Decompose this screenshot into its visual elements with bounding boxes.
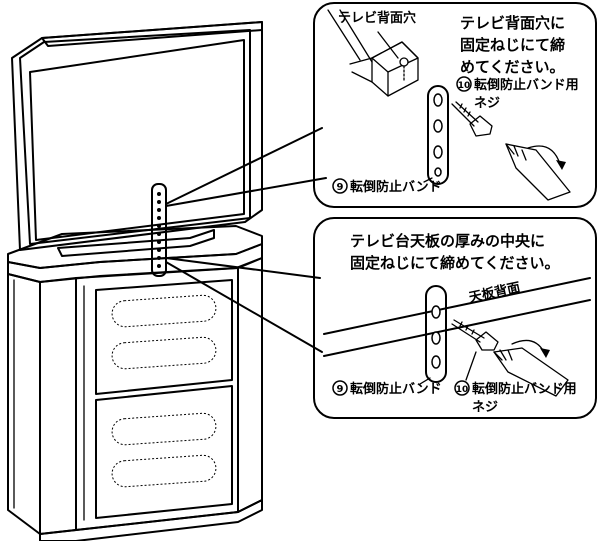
screw-label-bottom-line2: ネジ	[472, 400, 498, 415]
band-number-badge-bottom	[332, 380, 348, 396]
screw-top	[451, 101, 493, 137]
instruction-bottom-line2: 固定ねじにて締めてください。	[350, 254, 560, 272]
top-board-back-label: 天板背面	[468, 279, 522, 305]
screw-label-bottom-line1: 転倒防止バンド用	[472, 381, 577, 397]
television	[11, 21, 263, 251]
callout-bottom: テレビ台天板の厚みの中央に 固定ねじにて締めてください。 天板背面 9 転倒防止…	[313, 217, 597, 419]
tv-stand	[7, 225, 263, 541]
screw-bottom	[451, 319, 499, 351]
band-number-top: 9	[337, 182, 344, 193]
screw-number-top: 10	[458, 81, 471, 91]
instruction-top-line2: 固定ねじにて締	[460, 36, 565, 54]
screw-number-bottom: 10	[456, 385, 469, 395]
tv-back-hole-label: テレビ背面穴	[338, 10, 416, 26]
instruction-top-line3: めてください。	[460, 58, 565, 76]
screw-label-top-line1: 転倒防止バンド用	[474, 77, 579, 93]
instruction-top-line1: テレビ背面穴に	[460, 14, 565, 32]
screwdriver-top	[505, 143, 571, 201]
instruction-bottom-line1: テレビ台天板の厚みの中央に	[350, 232, 545, 250]
band-number-badge-top	[332, 178, 348, 194]
callout-connectors	[165, 127, 327, 353]
band-on-stand	[151, 183, 167, 277]
band-number-bottom: 9	[337, 384, 344, 395]
screwdriver-bottom	[493, 339, 569, 397]
band-label-top: 転倒防止バンド	[350, 179, 442, 195]
band-label-bottom: 転倒防止バンド	[350, 381, 442, 397]
screw-number-badge-bottom	[454, 380, 470, 396]
screw-number-badge-top	[456, 76, 472, 92]
screw-label-top-line2: ネジ	[474, 96, 500, 111]
callout-top: テレビ背面穴 テレビ背面穴に 固定ねじにて締 めてください。 10 転倒防止バン…	[313, 2, 597, 208]
